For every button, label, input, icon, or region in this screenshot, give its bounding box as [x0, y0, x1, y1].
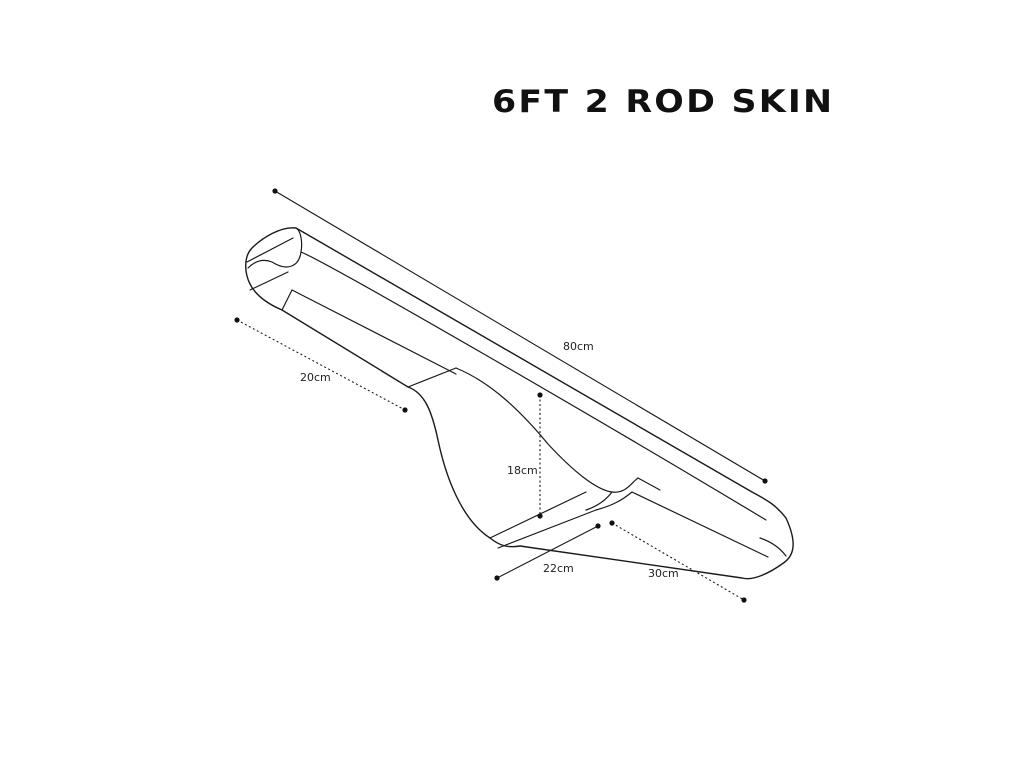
label-rear-width: 20cm [300, 371, 331, 384]
label-length: 80cm [563, 340, 594, 353]
label-middle-width: 22cm [543, 562, 574, 575]
diagram-title: 6FT 2 ROD SKIN [492, 84, 835, 120]
dimension-cutout-depth [537, 392, 543, 519]
dimension-middle-width [494, 523, 601, 581]
dimension-length [272, 188, 768, 484]
dimension-front-width [609, 520, 747, 603]
label-cutout-depth: 18cm [507, 464, 538, 477]
rod-skin-outline [245, 227, 794, 580]
dimension-rear-width [234, 317, 408, 413]
label-front-width: 30cm [648, 567, 679, 580]
